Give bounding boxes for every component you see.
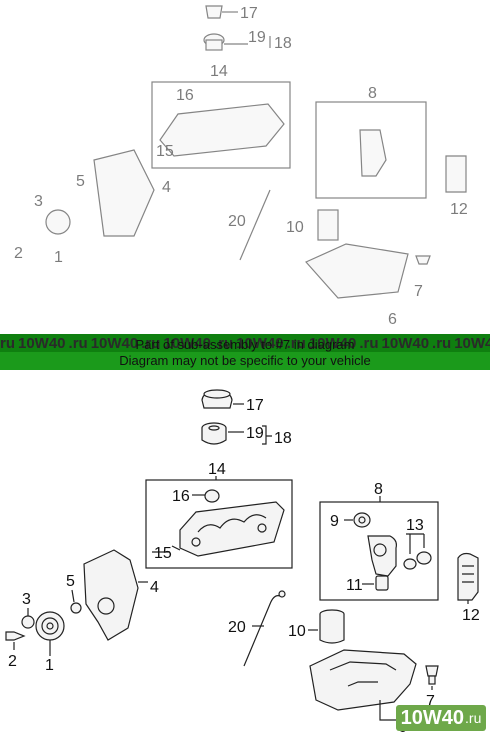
- callout-12: 12: [462, 607, 480, 624]
- banner-line-1: Part of sub-assembly to #7 in diagram: [135, 337, 355, 352]
- valve-cover-group-box: [145, 479, 293, 569]
- part-4-timing-cover: 4: [83, 549, 159, 641]
- oil-pump-group-box: [319, 501, 439, 601]
- part-valve-cover: [171, 501, 285, 557]
- callout-11: 11: [346, 577, 363, 594]
- part-17-oil-cap: 17: [205, 5, 258, 22]
- watermark-token: ru: [0, 334, 15, 352]
- part-3-washer: 3: [21, 591, 35, 629]
- callout-20: 20: [228, 213, 246, 230]
- part-5-seal: 5: [66, 573, 82, 614]
- callout-5: 5: [66, 573, 75, 590]
- callout-12: 12: [450, 201, 468, 218]
- callout-17: 17: [246, 397, 264, 414]
- callout-2: 2: [8, 653, 17, 670]
- diagram-preview-top: 17 19 18 14 16 15 8 3 5 4 2 1 20 10 7 6 …: [0, 0, 490, 334]
- callout-15: 15: [156, 143, 174, 160]
- callout-1: 1: [54, 249, 63, 266]
- callout-19: 19: [248, 29, 266, 46]
- part-19-filler-neck: 19 18: [203, 29, 292, 52]
- part-20-dipstick: 20: [228, 590, 286, 667]
- part-19-filler-tube: 19 18: [201, 422, 292, 447]
- part-12-oil-cooler: 12: [457, 552, 480, 624]
- watermark-token: .ru: [213, 334, 234, 352]
- callout-15: 15: [154, 545, 172, 562]
- watermark-token: 10W40: [163, 334, 211, 352]
- watermark-token: 10W40: [454, 334, 490, 352]
- callout-4: 4: [162, 179, 171, 196]
- callout-7: 7: [426, 693, 435, 710]
- callout-14: 14: [208, 461, 226, 478]
- callout-18: 18: [274, 430, 292, 447]
- callout-16: 16: [172, 488, 190, 505]
- part-15-gasket: 15: [152, 545, 172, 562]
- callout-10: 10: [288, 623, 306, 640]
- banner-line-2: Diagram may not be specific to your vehi…: [119, 353, 371, 368]
- callout-3: 3: [34, 193, 43, 210]
- callout-5: 5: [76, 173, 85, 190]
- part-2-bolt: 2: [5, 631, 26, 670]
- callout-20: 20: [228, 619, 246, 636]
- watermark-token: 10W40: [18, 334, 66, 352]
- callout-10: 10: [286, 219, 304, 236]
- watermark-token: .ru: [286, 334, 306, 352]
- part-17-oil-cap: 17: [201, 389, 264, 414]
- part-16-grommet: 16: [172, 488, 220, 505]
- watermark-token: .ru: [432, 334, 452, 352]
- watermark-token: .ru: [68, 334, 88, 352]
- part-oil-pump: [367, 535, 397, 577]
- callout-8: 8: [368, 85, 377, 102]
- callout-13: 13: [406, 517, 424, 534]
- callout-14: 14: [210, 63, 228, 80]
- callout-6: 6: [388, 311, 397, 328]
- callout-4: 4: [150, 579, 159, 596]
- callout-16: 16: [176, 87, 194, 104]
- watermark-token: 10W40: [381, 334, 430, 352]
- callout-2: 2: [14, 245, 23, 262]
- callout-18: 18: [274, 35, 292, 52]
- callout-1: 1: [45, 657, 54, 674]
- watermark-token: 10W40: [90, 334, 139, 352]
- brand-suffix: .ru: [465, 710, 482, 726]
- watermark-token: 10W40: [236, 334, 284, 352]
- part-7-drain-bolt: 7: [425, 665, 439, 710]
- brand-main: 10W40: [400, 706, 465, 729]
- watermark-token: .ru: [359, 334, 379, 352]
- callout-19: 19: [246, 425, 264, 442]
- engine-parts-diagram: 17 19 18 14 16 15: [0, 370, 490, 735]
- part-9-seal: 9: [330, 512, 371, 530]
- callout-8: 8: [374, 481, 383, 498]
- callout-7: 7: [414, 283, 423, 300]
- part-1-pulley: 1: [35, 611, 65, 674]
- callout-3: 3: [22, 591, 31, 608]
- callout-9: 9: [330, 513, 339, 530]
- watermark-token: 10W40: [308, 334, 357, 352]
- callout-17: 17: [240, 5, 258, 22]
- part-13-rotors: 13: [403, 517, 432, 570]
- brand-logo: 10W40.ru: [396, 705, 486, 731]
- watermark-token: .ru: [141, 334, 161, 352]
- part-11-filter: 11: [346, 575, 389, 594]
- part-10-oil-filter: 10: [288, 609, 345, 644]
